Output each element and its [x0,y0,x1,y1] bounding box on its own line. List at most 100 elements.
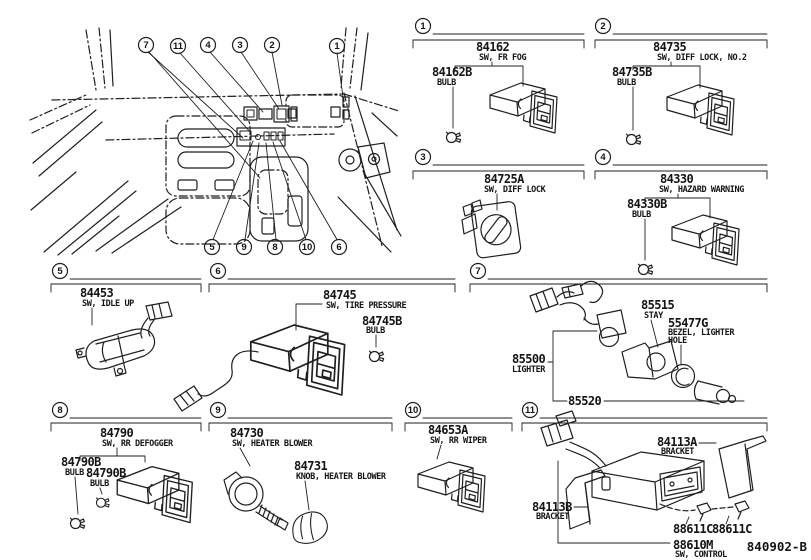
bulb-number: 84745B [362,314,402,328]
section-8-number: 8 [57,405,62,416]
part-desc: SW, DIFF LOCK, NO.2 [657,53,747,63]
knob-desc: KNOB, HEATER BLOWER [296,472,387,482]
bulb-desc: BULB [617,78,636,88]
part-number: 84790 [100,426,133,440]
section-9-number: 9 [215,405,220,416]
part-number: 84725A [484,172,525,186]
section-2-number: 2 [600,21,605,32]
callout-6: 6 [330,238,348,256]
section-10-number: 10 [408,405,419,416]
part-number: 84453 [80,286,113,300]
bulb-desc: BULB [437,78,456,88]
callout-9: 9 [235,238,253,256]
part-number: 84162 [476,40,509,54]
callout-9-label: 9 [241,242,246,253]
bulb-desc: BULB [632,210,651,220]
callout-4-label: 4 [205,40,211,51]
callout-3: 3 [231,36,249,54]
callout-3-label: 3 [237,40,242,51]
callout-11: 11 [169,37,187,55]
section-6-number: 6 [215,266,220,277]
part-desc: SW, DIFF LOCK [484,185,547,195]
bulb2-number: 84790B [86,466,126,480]
control-number: 88610M [673,538,713,552]
bezel-desc-line2: HOLE [668,336,687,346]
control-desc: SW, CONTROL [675,550,727,560]
blower-knob-drawing [292,511,328,544]
part-number: 84745 [323,288,356,302]
callout-5-label: 5 [209,242,215,253]
bulb-number: 84330B [627,197,667,211]
dashboard-overview-drawing [29,27,402,256]
section-11: 11 84113A BRACKET 84113B BRACKET 88611C … [521,401,768,560]
callout-11-label: 11 [173,41,184,52]
part-desc: SW, FR FOG [479,53,526,63]
section-6: 6 84745 SW, TIRE PRESSURE 84745B BULB [173,262,456,412]
blower-switch-drawing [223,471,289,531]
part-desc: SW, TIRE PRESSURE [326,301,406,311]
section-1-number: 1 [420,21,426,32]
bulb-number: 84162B [432,65,472,79]
part-desc: SW, RR DEFOGGER [102,439,174,449]
bezel-desc-line1: BEZEL, LIGHTER [668,328,735,338]
callout-7: 7 [137,36,155,54]
section-7-number: 7 [475,266,480,277]
bracket-a-number: 84113A [657,435,698,449]
clip1-number: 88611C [673,522,713,536]
callout-10-label: 10 [302,242,313,253]
control-switch-assembly-drawing [540,410,767,530]
socket-number: 85520 [568,394,601,408]
bracket-a-desc: BRACKET [661,447,694,457]
callout-8: 8 [266,238,284,256]
callout-10: 10 [298,238,316,256]
callout-7-label: 7 [143,40,148,51]
lighter-number: 85500 [512,352,545,366]
section-2: 2 84735 SW, DIFF LOCK, NO.2 84735B BULB [594,17,768,146]
overview-leader-lines [147,51,344,240]
bulb-number: 84735B [612,65,652,79]
bracket-b-number: 84113B [532,500,572,514]
callout-2: 2 [263,36,281,54]
bracket-b-desc: BRACKET [536,512,569,522]
part-number: 84330 [660,172,693,186]
callout-1-label: 1 [334,41,340,52]
section-10: 10 84653A SW, RR WIPER [404,401,513,513]
part-desc: SW, RR WIPER [430,436,488,446]
part-desc: SW, HEATER BLOWER [232,439,313,449]
bezel-number: 55477G [668,316,708,330]
lighter-assembly-drawing [529,280,737,405]
callout-1: 1 [328,37,346,55]
section-5-number: 5 [57,266,63,277]
section-9: 9 84730 SW, HEATER BLOWER 84731 KNOB, HE… [208,401,393,544]
section-1: 1 84162 SW, FR FOG 84162B BULB [412,17,585,144]
section-8: 8 84790 SW, RR DEFOGGER 84790B BULB 8479… [50,401,202,530]
callout-2-label: 2 [269,40,274,51]
rotary-switch-drawing [461,199,522,259]
section-3: 3 84725A SW, DIFF LOCK [412,148,585,259]
callout-5: 5 [203,238,221,256]
stay-desc: STAY [644,311,664,321]
bulb1-desc: BULB [65,468,84,478]
idle-up-switch-drawing [75,301,173,377]
overview-callouts: 7 11 4 3 2 1 5 9 8 10 6 [137,36,348,256]
section-3-number: 3 [420,152,425,163]
section-4: 4 84330 SW, HAZARD WARNING 84330B BULB [594,148,768,276]
callout-6-label: 6 [336,242,341,253]
section-11-number: 11 [525,405,536,416]
callout-4: 4 [199,36,217,54]
lighter-desc: LIGHTER [512,365,546,375]
part-desc: SW, IDLE UP [82,299,134,309]
callout-8-label: 8 [272,242,277,253]
part-number: 84653A [428,423,469,437]
section-7: 7 85515 STAY 55477G BEZEL, LIGHTER HOLE … [469,262,768,408]
bulb-desc: BULB [366,326,385,336]
part-desc: SW, HAZARD WARNING [659,185,744,195]
part-number: 84735 [653,40,686,54]
stay-number: 85515 [641,298,674,312]
knob-number: 84731 [294,459,327,473]
section-4-number: 4 [600,152,606,163]
bulb2-desc: BULB [90,479,109,489]
section-5: 5 84453 SW, IDLE UP [50,262,202,377]
